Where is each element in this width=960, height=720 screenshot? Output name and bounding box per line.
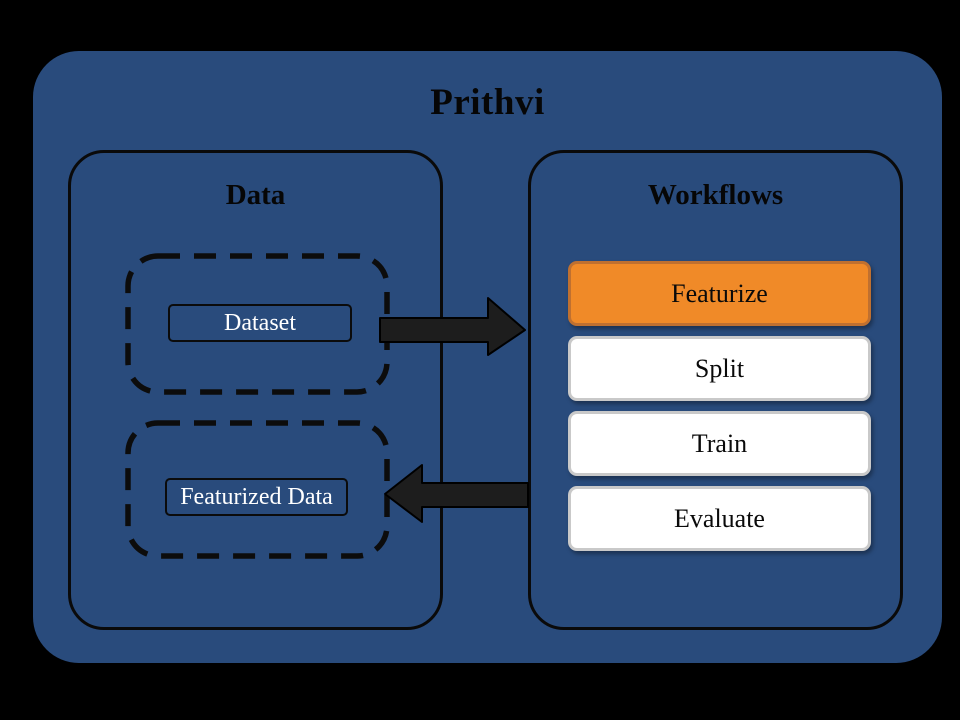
data-panel: Data Dataset Featurized Data — [68, 150, 443, 630]
featurized-data-node-label: Featurized Data — [180, 483, 333, 510]
evaluate-button[interactable]: Evaluate — [568, 486, 871, 551]
dataset-node: Dataset — [168, 304, 352, 342]
featurize-button-label: Featurize — [671, 278, 768, 308]
split-button-label: Split — [694, 353, 745, 383]
featurized-data-node: Featurized Data — [165, 478, 348, 516]
evaluate-button-label: Evaluate — [674, 503, 765, 533]
data-panel-title: Data — [225, 179, 286, 211]
train-button[interactable]: Train — [568, 411, 871, 476]
split-button[interactable]: Split — [568, 336, 871, 401]
train-button-label: Train — [691, 428, 748, 458]
page-title: Prithvi — [430, 82, 545, 123]
dataset-node-label: Dataset — [224, 309, 296, 336]
prithvi-frame: Prithvi Data Dataset Featurized Data Wor… — [33, 51, 942, 663]
featurize-button[interactable]: Featurize — [568, 261, 871, 326]
workflows-panel: Workflows Featurize Split Train Evaluate — [528, 150, 903, 630]
workflows-panel-title: Workflows — [647, 179, 784, 211]
